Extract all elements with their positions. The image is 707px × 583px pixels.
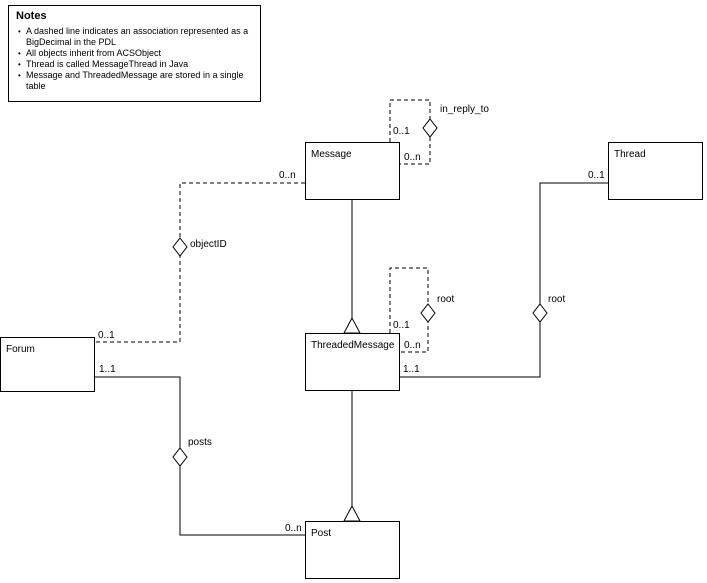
- diamond-object-id-icon: [172, 237, 188, 257]
- notes-title: Notes: [16, 10, 47, 22]
- association-label-in-reply-to: in_reply_to: [440, 104, 489, 115]
- inheritance-triangle-post-icon: [343, 504, 361, 522]
- association-label-object-id: objectID: [190, 239, 227, 250]
- association-label-root-thread: root: [548, 294, 566, 305]
- note-text: Thread is called MessageThread in Java: [26, 59, 189, 69]
- inheritance-triangle-threadedmessage-icon: [343, 316, 361, 334]
- edge-in-reply-to: [389, 99, 431, 165]
- diamond-root-self-icon: [420, 303, 436, 323]
- diamond-root-thread-icon: [532, 303, 548, 323]
- multiplicity-label: 0..1: [588, 170, 605, 181]
- diamond-in-reply-to-icon: [422, 118, 438, 138]
- note-text: All objects inherit from ACSObject: [26, 48, 162, 58]
- entity-thread: Thread: [608, 142, 703, 200]
- multiplicity-label: 1..1: [403, 364, 420, 375]
- entity-post: Post: [305, 521, 400, 579]
- multiplicity-label: 1..1: [99, 364, 116, 375]
- edge-root-self: [389, 267, 429, 353]
- entity-forum: Forum: [0, 337, 95, 392]
- multiplicity-label: 0..n: [404, 340, 421, 351]
- association-label-root-self: root: [437, 294, 455, 305]
- entity-label: Thread: [614, 149, 646, 160]
- note-text: A dashed line indicates an association r…: [26, 26, 249, 47]
- association-label-posts: posts: [188, 437, 212, 448]
- bullet-icon: •: [18, 71, 21, 80]
- bullet-icon: •: [18, 49, 21, 58]
- multiplicity-label: 0..1: [393, 126, 410, 137]
- entity-threaded-message: ThreadedMessage: [305, 333, 400, 391]
- diamond-posts-icon: [172, 447, 188, 467]
- note-item: • Thread is called MessageThread in Java: [16, 59, 254, 70]
- multiplicity-label: 0..1: [393, 320, 410, 331]
- edge-object-id: [95, 182, 305, 343]
- multiplicity-label: 0..n: [279, 170, 296, 181]
- note-text: Message and ThreadedMessage are stored i…: [26, 70, 244, 91]
- bullet-icon: •: [18, 27, 21, 36]
- edge-root-thread: [400, 182, 608, 378]
- note-item: • All objects inherit from ACSObject: [16, 48, 254, 59]
- entity-label: Post: [311, 528, 332, 539]
- entity-message: Message: [305, 142, 400, 200]
- entity-label: ThreadedMessage: [311, 340, 395, 351]
- multiplicity-label: 0..1: [98, 330, 115, 341]
- entity-label: Forum: [6, 344, 35, 355]
- edge-posts: [95, 376, 305, 536]
- multiplicity-label: 0..n: [404, 152, 421, 163]
- entity-label: Message: [311, 149, 352, 160]
- bullet-icon: •: [18, 60, 21, 69]
- notes-box: Notes • A dashed line indicates an assoc…: [8, 5, 261, 102]
- note-item: • Message and ThreadedMessage are stored…: [16, 70, 254, 92]
- note-item: • A dashed line indicates an association…: [16, 26, 254, 48]
- multiplicity-label: 0..n: [285, 523, 302, 534]
